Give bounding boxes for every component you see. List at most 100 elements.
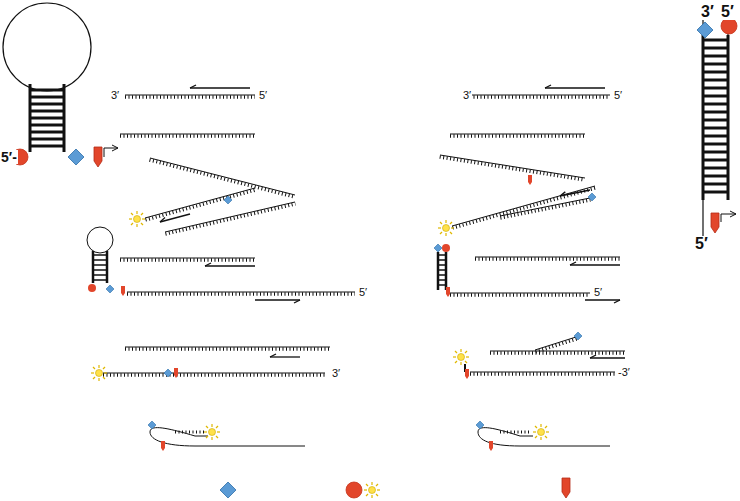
dna-stroke (30, 145, 64, 148)
dna-stroke (703, 151, 728, 154)
dna-stroke (440, 155, 585, 178)
dna-stroke (120, 134, 255, 138)
dna-stroke (165, 202, 295, 232)
dna-stroke (30, 138, 64, 141)
dna-stroke (160, 214, 190, 222)
dna-stroke (536, 339, 577, 352)
dna-stroke (145, 188, 255, 218)
dna-stroke (440, 157, 585, 180)
dna-stroke (150, 158, 295, 195)
dna-stroke (590, 357, 625, 358)
dna-stroke (703, 103, 728, 106)
dna-stroke (438, 264, 446, 266)
strand-end-label: -3′ (617, 367, 631, 378)
dna-stroke (545, 87, 605, 88)
dna-stroke (703, 39, 728, 42)
strand-end-label: 5′ (258, 90, 268, 101)
dna-stroke (500, 200, 590, 218)
dna-stroke (120, 258, 255, 262)
dna-stroke (125, 347, 330, 351)
dna-stroke (93, 269, 107, 271)
dna-stroke (30, 124, 64, 127)
dna-stroke (703, 71, 728, 74)
dna-stroke (490, 351, 625, 355)
dna-stroke (93, 259, 107, 261)
dna-stroke (545, 85, 551, 88)
dna-stroke (703, 87, 728, 90)
dna-stroke (30, 89, 64, 92)
dna-stroke (450, 134, 585, 138)
dna-stroke (103, 373, 325, 374)
dna-stroke (93, 264, 107, 266)
dna-stroke (703, 159, 728, 162)
dna-stroke (703, 191, 728, 194)
dna-stroke (470, 372, 615, 376)
dna-stroke (270, 354, 276, 357)
strand-end-label: 5′ (613, 90, 623, 101)
dna-stroke (452, 186, 595, 226)
dna-stroke (614, 300, 620, 303)
dna-stroke (438, 269, 446, 271)
dna-stroke (127, 292, 355, 293)
dna-stroke (590, 355, 596, 358)
strand-end-label: 5′ (694, 236, 709, 252)
dna-stroke (703, 95, 728, 98)
dna-stroke (255, 299, 300, 300)
dna-stroke (125, 95, 255, 99)
dna-stroke (294, 300, 300, 303)
dna-stroke (703, 47, 728, 50)
dna-stroke (535, 337, 576, 350)
dna-stroke (30, 131, 64, 134)
dna-stroke (93, 274, 107, 276)
dna-stroke (205, 263, 211, 266)
dna-stroke (150, 160, 295, 197)
dna-stroke (190, 85, 196, 88)
dna-stroke (205, 265, 255, 266)
dna-stroke (703, 79, 728, 82)
dna-stroke (93, 279, 107, 281)
dna-stroke (570, 262, 576, 265)
dna-stroke (30, 117, 64, 120)
dna-stroke (703, 63, 728, 66)
dna-stroke (103, 373, 325, 377)
dna-stroke (470, 95, 610, 99)
dna-stroke (438, 259, 446, 261)
strand-end-label: 5′ (593, 287, 603, 298)
strand-end-label: 3′ (331, 368, 341, 379)
strand-end-label: 5′ (358, 287, 368, 298)
dna-stroke (703, 167, 728, 170)
dna-stroke (585, 299, 620, 300)
dna-stroke (93, 254, 107, 256)
dna-stroke (703, 127, 728, 130)
dna-stroke (453, 188, 596, 228)
dna-stroke (190, 87, 250, 88)
dna-stroke (500, 198, 590, 216)
dna-stroke (570, 264, 620, 265)
dna-stroke (438, 274, 446, 276)
dna-stroke (703, 55, 728, 58)
dna-stroke (438, 279, 446, 281)
dna-stroke (127, 292, 355, 296)
strand-end-label: 3′ (462, 90, 472, 101)
dna-stroke (30, 110, 64, 113)
dna-stroke (438, 284, 446, 286)
dna-stroke (270, 356, 300, 357)
dna-stroke (160, 218, 165, 222)
dna-stroke (703, 175, 728, 178)
strand-end-label: 3′ (700, 4, 715, 20)
dna-stroke (703, 183, 728, 186)
dna-stroke (703, 143, 728, 146)
strand-end-label: 5′ (720, 4, 735, 20)
dna-stroke (560, 192, 565, 196)
dna-stroke (30, 103, 64, 106)
dna-stroke (146, 190, 256, 220)
dna-stroke (703, 119, 728, 122)
dna-stroke (475, 257, 620, 261)
dna-stroke (30, 96, 64, 99)
dna-stroke (703, 111, 728, 114)
strand-end-label: 3′ (110, 90, 120, 101)
dna-stroke (560, 190, 590, 196)
strand-end-label: 5′- (0, 150, 18, 164)
